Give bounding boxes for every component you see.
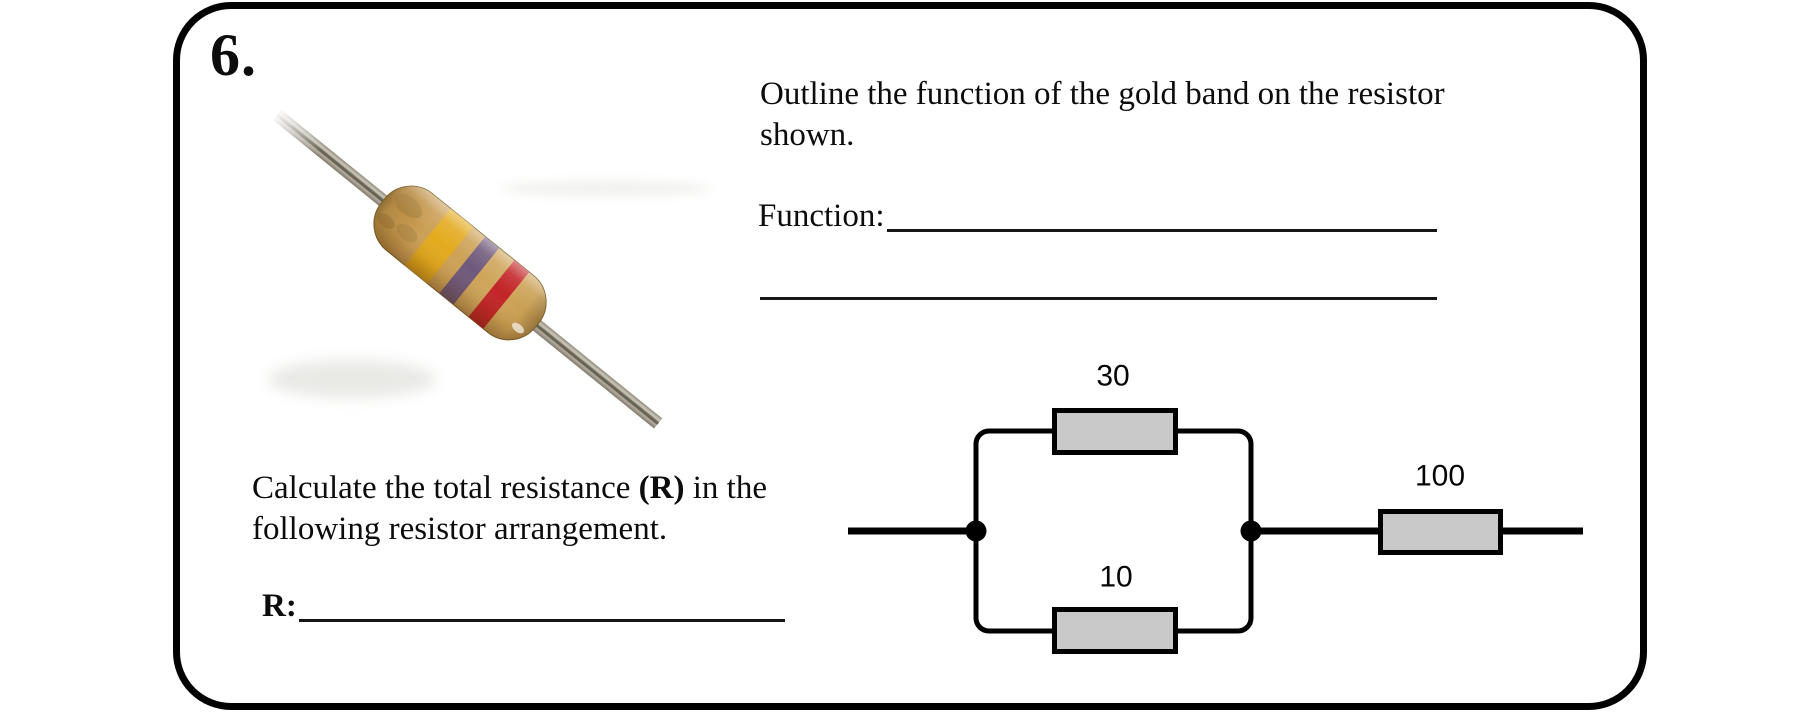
resistor-10-box: [1052, 607, 1178, 654]
resistor-10-label: 10: [1099, 561, 1132, 594]
question-number: 6.: [210, 22, 257, 88]
junction-node-left: [965, 520, 987, 542]
prompt-b-pre: Calculate the total resistance: [252, 470, 639, 506]
resistor-100-box: [1378, 509, 1503, 555]
resistor-30-box: [1052, 408, 1178, 455]
function-answer-line-2: [760, 297, 1437, 300]
body-shading: [373, 186, 547, 340]
junction-node-right: [1240, 520, 1262, 542]
lead-tip-fade: [267, 104, 328, 158]
photo-shadow: [268, 360, 436, 398]
resistor-100-label: 100: [1415, 460, 1465, 493]
resistor-30-label: 30: [1096, 360, 1129, 393]
prompt-b-post: in the: [684, 470, 767, 506]
parallel-loop-wire: [973, 428, 1254, 634]
circuit-diagram: 30 10 100: [848, 360, 1583, 654]
resistor-photo: [267, 104, 663, 429]
prompt-b-line2: following resistor arrangement.: [252, 511, 668, 547]
prompt-a-line2: shown.: [760, 117, 855, 153]
function-answer-row: Function:: [758, 196, 1437, 237]
function-label: Function:: [758, 198, 885, 234]
body-highlight: [512, 322, 525, 334]
photo-background-smudge: [500, 181, 712, 196]
prompt-part-a: Outline the function of the gold band on…: [760, 74, 1445, 156]
r-label: R:: [262, 588, 297, 624]
prompt-b-bold-R: (R): [638, 470, 685, 506]
r-answer-row: R:: [262, 586, 785, 627]
prompt-b-line1: Calculate the total resistance (R) in th…: [252, 468, 767, 509]
prompt-part-b: Calculate the total resistance (R) in th…: [252, 468, 767, 550]
question-box-border: [173, 2, 1647, 710]
prompt-a-line1: Outline the function of the gold band on…: [760, 76, 1445, 112]
function-answer-line: [886, 229, 1437, 232]
r-answer-line: [298, 619, 785, 622]
